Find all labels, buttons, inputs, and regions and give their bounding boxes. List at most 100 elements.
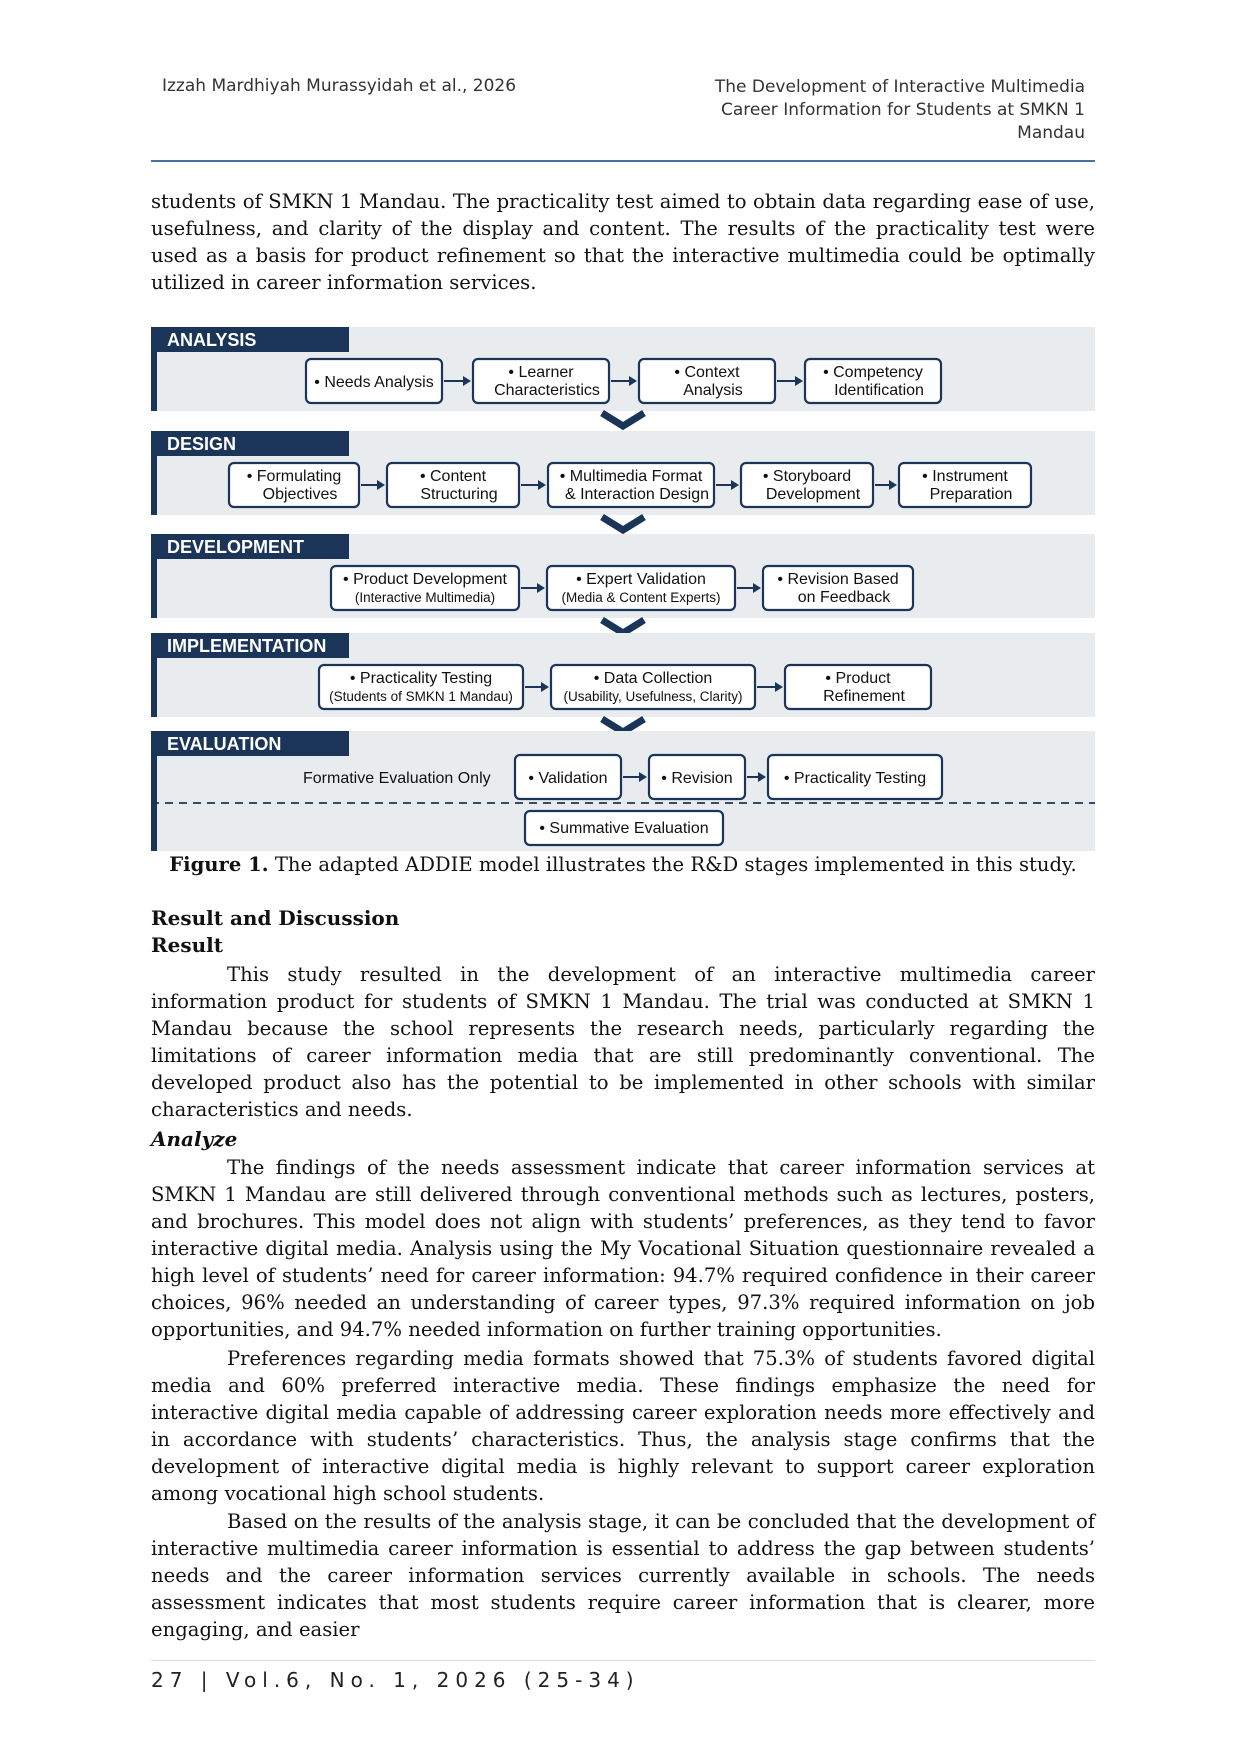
step-label: • Validation — [528, 770, 607, 787]
flow-arrowhead — [537, 583, 545, 593]
figure-caption: Figure 1. The adapted ADDIE model illust… — [151, 853, 1095, 876]
step-box — [545, 564, 737, 612]
stage-label: EVALUATION — [167, 734, 281, 754]
stage-left-bar — [151, 431, 157, 515]
stage-label-bg — [151, 731, 349, 756]
step-box — [637, 357, 777, 405]
step-label: • Product — [825, 670, 891, 687]
header-right-line: Mandau — [1017, 123, 1085, 143]
stage-development: DEVELOPMENT • Product Development (Interac… — [151, 534, 1095, 618]
step-box — [546, 461, 716, 509]
footer-rule — [151, 1660, 1095, 1661]
addie-figure: ANALYSIS • Needs Analysis • LearnerCharact… — [151, 327, 1095, 851]
section-title: Result and Discussion — [151, 906, 400, 930]
stage-label: IMPLEMENTATION — [167, 636, 326, 656]
analyze-paragraph: Preferences regarding media formats show… — [151, 1347, 1095, 1505]
step-label: • Data Collection — [594, 670, 713, 687]
flow-arrowhead — [731, 480, 739, 490]
stage-label-bg — [151, 431, 349, 456]
step-label: Characteristics — [494, 382, 600, 399]
running-header-right: The Development of Interactive Multimedi… — [655, 76, 1085, 145]
step-label: • Practicality Testing — [350, 670, 492, 687]
step-label: Analysis — [683, 382, 743, 399]
step-box — [783, 663, 933, 711]
flow-arrowhead — [377, 480, 385, 490]
analyze-paragraph: The findings of the needs assessment ind… — [151, 1156, 1095, 1341]
step-label: (Students of SMKN 1 Mandau) — [329, 689, 513, 704]
step-label: • Context — [674, 364, 740, 381]
stage-left-bar — [151, 327, 157, 411]
flow-arrowhead — [795, 376, 803, 386]
step-label: • Practicality Testing — [784, 770, 926, 787]
stage-label: ANALYSIS — [167, 330, 256, 350]
stage-label-bg — [151, 633, 349, 658]
step-label: • Formulating — [247, 468, 342, 485]
flow-arrowhead — [538, 480, 546, 490]
step-box — [385, 461, 521, 509]
step-label: • Expert Validation — [576, 571, 706, 588]
step-label: • Product Development — [343, 571, 507, 588]
stage-implementation: IMPLEMENTATION • Practicality Testing (Stu… — [151, 633, 1095, 717]
stage-left-bar — [151, 534, 157, 618]
analyze-paragraph: Based on the results of the analysis sta… — [151, 1510, 1095, 1641]
step-box — [329, 564, 521, 612]
step-label: Development — [766, 486, 861, 503]
stage-evaluation: EVALUATION • Validation • Revision • Practi… — [151, 731, 1095, 851]
caption-label: Figure 1. — [169, 853, 269, 876]
step-box — [761, 564, 915, 612]
step-label: • Learner — [508, 364, 574, 381]
flow-arrowhead — [639, 772, 647, 782]
step-label: (Interactive Multimedia) — [355, 590, 495, 605]
step-label: on Feedback — [798, 589, 892, 606]
chevron-down-icon — [600, 617, 646, 638]
flow-arrowhead — [629, 376, 637, 386]
step-box — [739, 461, 875, 509]
step-label: • Content — [420, 468, 487, 485]
subsection-title: Result — [151, 933, 223, 957]
step-label: Structuring — [420, 486, 497, 503]
step-label: & Interaction Design — [565, 486, 709, 503]
step-label: • Multimedia Format — [560, 468, 703, 485]
flow-arrowhead — [758, 772, 766, 782]
header-rule — [151, 160, 1095, 162]
evaluation-note: Formative Evaluation Only — [303, 770, 491, 787]
summative-box — [523, 809, 725, 847]
step-box — [803, 357, 943, 405]
step-label: • Instrument — [922, 468, 1008, 485]
analyze-title: Analyze — [151, 1127, 238, 1151]
flow-arrowhead — [775, 682, 783, 692]
step-box — [304, 357, 444, 405]
step-box — [766, 753, 944, 801]
step-box — [549, 663, 757, 711]
caption-text: The adapted ADDIE model illustrates the … — [268, 853, 1077, 876]
summative-label: • Summative Evaluation — [539, 820, 708, 837]
header-right-line: Career Information for Students at SMKN … — [720, 100, 1085, 120]
step-label: Preparation — [930, 486, 1013, 503]
step-box — [647, 753, 747, 801]
stage-label-bg — [151, 327, 349, 352]
step-label: • Needs Analysis — [314, 374, 433, 391]
intro-paragraph: students of SMKN 1 Mandau. The practical… — [151, 190, 1095, 294]
flow-arrowhead — [463, 376, 471, 386]
step-box — [227, 461, 361, 509]
stage-analysis: ANALYSIS • Needs Analysis • LearnerCharact… — [151, 327, 1095, 411]
step-label: Identification — [834, 382, 924, 399]
stage-label-bg — [151, 534, 349, 559]
step-label: • Revision Based — [777, 571, 898, 588]
running-header-left: Izzah Mardhiyah Murassyidah et al., 2026 — [162, 76, 517, 96]
step-label: (Media & Content Experts) — [561, 590, 720, 605]
flow-arrowhead — [753, 583, 761, 593]
result-paragraph: This study resulted in the development o… — [151, 963, 1095, 1121]
chevron-down-icon — [600, 514, 646, 535]
page-footer: 27 | Vol.6, No. 1, 2026 (25-34) — [151, 1668, 640, 1692]
stage-label: DEVELOPMENT — [167, 537, 304, 557]
step-box — [897, 461, 1033, 509]
stage-left-bar — [151, 633, 157, 717]
step-box — [513, 753, 623, 801]
step-box — [471, 357, 611, 405]
step-label: (Usability, Usefulness, Clarity) — [563, 689, 742, 704]
header-right-line: The Development of Interactive Multimedi… — [714, 77, 1085, 97]
step-label: • Revision — [661, 770, 732, 787]
step-box — [317, 663, 525, 711]
